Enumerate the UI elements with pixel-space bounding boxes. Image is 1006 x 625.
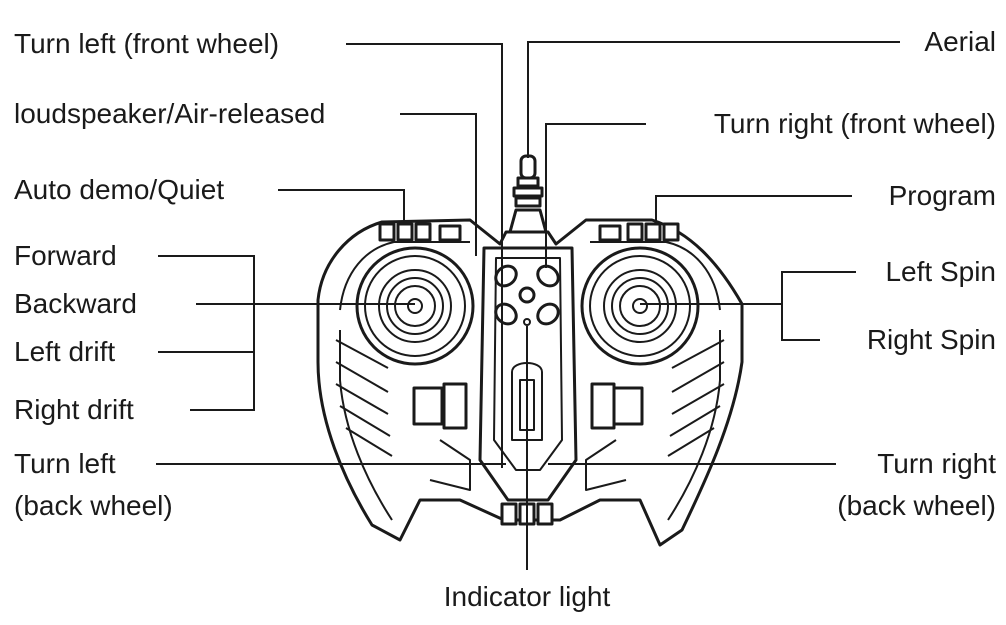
label-turn-left-back-line2: (back wheel) xyxy=(14,490,173,521)
label-loudspeaker: loudspeaker/Air-released xyxy=(14,98,326,129)
label-turn-right-back-line2: (back wheel) xyxy=(837,490,996,521)
label-forward: Forward xyxy=(14,240,117,271)
aerial xyxy=(508,154,548,234)
label-right-drift: Right drift xyxy=(14,394,134,425)
center-lower-part xyxy=(511,362,543,441)
left-joystick xyxy=(355,246,475,366)
label-aerial: Aerial xyxy=(924,26,996,57)
right-joystick xyxy=(580,246,700,366)
right-side-block xyxy=(585,382,644,491)
label-backward: Backward xyxy=(14,288,137,319)
label-indicator-light: Indicator light xyxy=(443,581,611,612)
label-left-drift: Left drift xyxy=(14,336,116,367)
label-left-spin: Left Spin xyxy=(885,256,996,287)
label-right-spin: Right Spin xyxy=(866,324,996,355)
label-turn-right-front: Turn right (front wheel) xyxy=(713,108,996,139)
right-vents xyxy=(667,339,725,457)
left-side-block xyxy=(412,382,471,491)
center-buttons xyxy=(494,264,560,326)
label-turn-left-front: Turn left (front wheel) xyxy=(14,28,280,59)
label-turn-right-back-line1: Turn right xyxy=(877,448,996,479)
left-top-buttons xyxy=(378,222,462,242)
label-auto-demo: Auto demo/Quiet xyxy=(14,174,225,205)
label-program: Program xyxy=(888,180,996,211)
left-vents xyxy=(335,339,393,457)
right-top-buttons xyxy=(598,222,680,242)
leader-lines xyxy=(156,41,900,570)
label-turn-left-back-line1: Turn left xyxy=(14,448,116,479)
